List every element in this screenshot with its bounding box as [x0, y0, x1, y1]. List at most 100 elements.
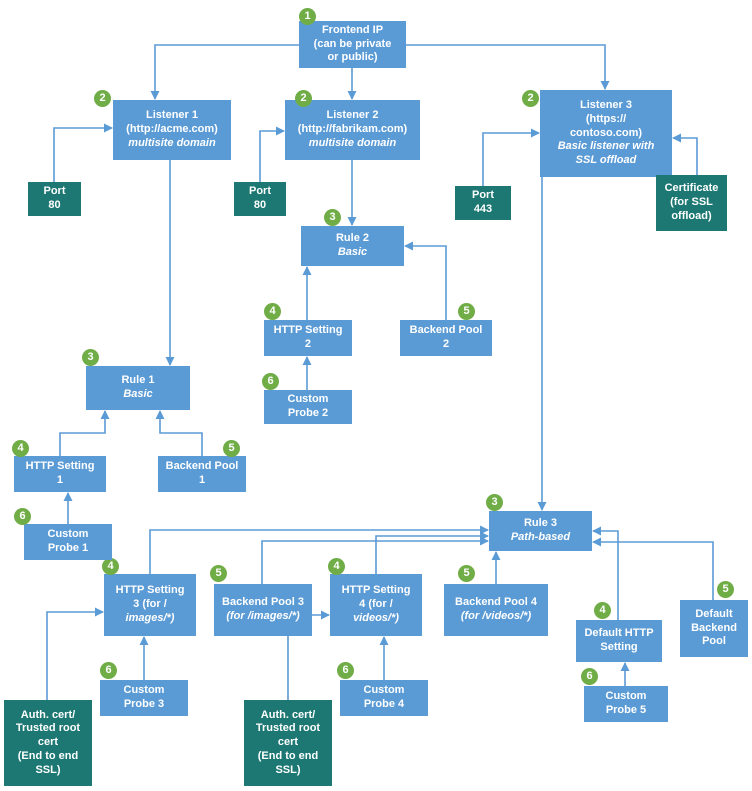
backend-pool-4-note: (for /videos/*): [460, 610, 532, 622]
connector-httpsetting3-rule3: [149, 525, 489, 574]
listener-2-note: multisite domain: [308, 136, 397, 149]
step-2-badge: 2: [295, 90, 312, 107]
auth-cert-2-label: Auth. cert/ Trusted root cert (End to en…: [255, 708, 321, 776]
step-3-badge: 3: [486, 494, 503, 511]
rule-1-label: Rule 1: [121, 374, 155, 387]
custom-probe-5-label: Custom Probe 5: [605, 690, 647, 716]
node-port-443: Port 443: [455, 186, 511, 220]
backend-pool-4-label: Backend Pool 4: [455, 596, 537, 609]
node-port-80-listener1: Port 80: [28, 182, 81, 216]
rule-2-note: Basic: [337, 246, 368, 258]
node-listener-1: 2 Listener 1 (http://acme.com) multisite…: [94, 90, 231, 160]
node-backend-pool-2: 5 Backend Pool 2: [400, 303, 492, 356]
custom-probe-2-label: Custom Probe 2: [287, 393, 329, 419]
frontend-ip-label: Frontend IP (can be private or public): [313, 23, 392, 64]
default-backend-pool-label: Default Backend Pool: [691, 607, 737, 648]
step-4-badge: 4: [102, 558, 119, 575]
connector-frontendip-listener3: [406, 44, 610, 90]
rule-2-label: Rule 2: [335, 232, 369, 245]
http-setting-3-note: images/*): [125, 611, 175, 624]
backend-pool-3-label: Backend Pool 3: [222, 596, 304, 609]
rule-1-note: Basic: [123, 388, 153, 400]
rule-3-label: Rule 3: [523, 517, 557, 530]
step-4-badge: 4: [12, 440, 29, 457]
connector-backendpool3-rule3: [261, 536, 489, 584]
connector-backendpool2-rule2: [404, 241, 447, 320]
connector-port80a-listener1: [53, 123, 113, 182]
step-1-badge: 1: [299, 8, 316, 25]
listener-1-note: multisite domain: [128, 136, 216, 149]
connector-defaultbackendpool-rule3: [592, 537, 714, 600]
http-setting-2-label: HTTP Setting 2: [273, 324, 343, 350]
listener-3-note: Basic listener with SSL offload: [557, 140, 655, 167]
step-4-badge: 4: [594, 602, 611, 619]
node-custom-probe-2: 6 Custom Probe 2: [262, 373, 352, 424]
node-custom-probe-4: 6 Custom Probe 4: [337, 662, 428, 716]
step-4-badge: 4: [328, 558, 345, 575]
node-default-backend-pool: 5 Default Backend Pool: [680, 581, 748, 657]
node-http-setting-2: 4 HTTP Setting 2: [264, 303, 352, 356]
rule-3-note: Path-based: [510, 531, 571, 543]
listener-1-label: Listener 1 (http://acme.com): [126, 109, 218, 136]
node-http-setting-3: 4 HTTP Setting 3 (for / images/*): [102, 558, 196, 636]
step-6-badge: 6: [337, 662, 354, 679]
ssl-certificate-label: Certificate (for SSL offload): [664, 182, 719, 222]
step-5-badge: 5: [210, 565, 227, 582]
http-setting-4-note: videos/*): [353, 611, 399, 624]
node-backend-pool-3: 5 Backend Pool 3 (for /images/*): [210, 565, 312, 636]
connector-httpsetting4-rule3: [375, 531, 489, 574]
custom-probe-4-label: Custom Probe 4: [363, 684, 405, 710]
step-5-badge: 5: [458, 565, 475, 582]
port-80-label: Port 80: [43, 185, 66, 211]
http-setting-1-label: HTTP Setting 1: [25, 460, 95, 486]
custom-probe-3-label: Custom Probe 3: [123, 684, 165, 710]
node-ssl-certificate: Certificate (for SSL offload): [656, 175, 727, 231]
node-backend-pool-4: 5 Backend Pool 4 (for /videos/*): [444, 565, 548, 636]
node-http-setting-1: 4 HTTP Setting 1: [12, 440, 106, 492]
auth-cert-1-label: Auth. cert/ Trusted root cert (End to en…: [15, 708, 81, 776]
listener-3-label: Listener 3 (https:// contoso.com): [569, 99, 643, 139]
step-4-badge: 4: [264, 303, 281, 320]
node-custom-probe-1: 6 Custom Probe 1: [14, 508, 112, 560]
connector-defaulthttpsetting-rule3: [592, 526, 619, 620]
step-3-badge: 3: [82, 349, 99, 366]
backend-pool-3-note: (for /images/*): [226, 610, 300, 622]
node-http-setting-4: 4 HTTP Setting 4 (for / videos/*): [328, 558, 422, 636]
node-auth-cert-2: Auth. cert/ Trusted root cert (End to en…: [244, 700, 332, 786]
backend-pool-2-label: Backend Pool 2: [409, 324, 483, 350]
step-5-badge: 5: [458, 303, 475, 320]
node-listener-2: 2 Listener 2 (http://fabrikam.com) multi…: [285, 90, 420, 160]
connector-httpsetting1-rule1: [59, 410, 110, 456]
connector-authcert1-httpsetting3: [46, 607, 104, 700]
default-http-setting-label: Default HTTP Setting: [584, 627, 654, 653]
node-backend-pool-1: 5 Backend Pool 1: [158, 440, 246, 492]
node-default-http-setting: 4 Default HTTP Setting: [576, 602, 662, 662]
connector-backendpool1-rule1: [155, 410, 203, 456]
node-port-80-listener2: Port 80: [234, 182, 286, 216]
listener-2-label: Listener 2 (http://fabrikam.com): [297, 109, 408, 136]
port-80-label: Port 80: [249, 185, 271, 211]
step-5-badge: 5: [717, 581, 734, 598]
step-3-badge: 3: [324, 209, 341, 226]
backend-pool-1-label: Backend Pool 1: [165, 460, 239, 486]
port-443-label: Port 443: [472, 189, 494, 215]
node-rule-2: 3 Rule 2 Basic: [301, 209, 404, 266]
node-rule-3: 3 Rule 3 Path-based: [486, 494, 592, 551]
step-5-badge: 5: [223, 440, 240, 457]
connector-frontendip-listener1: [150, 44, 299, 100]
step-6-badge: 6: [100, 662, 117, 679]
http-setting-4-label: HTTP Setting 4 (for /: [341, 584, 411, 611]
step-6-badge: 6: [14, 508, 31, 525]
custom-probe-1-label: Custom Probe 1: [47, 528, 89, 554]
step-6-badge: 6: [262, 373, 279, 390]
node-frontend-ip: 1 Frontend IP (can be private or public): [299, 8, 406, 68]
node-listener-3: 2 Listener 3 (https:// contoso.com) Basi…: [522, 90, 672, 177]
node-custom-probe-5: 6 Custom Probe 5: [581, 668, 668, 722]
node-rule-1: 3 Rule 1 Basic: [82, 349, 190, 410]
http-setting-3-label: HTTP Setting 3 (for /: [115, 584, 185, 611]
step-2-badge: 2: [522, 90, 539, 107]
connector-port80b-listener2: [259, 126, 285, 182]
step-6-badge: 6: [581, 668, 598, 685]
